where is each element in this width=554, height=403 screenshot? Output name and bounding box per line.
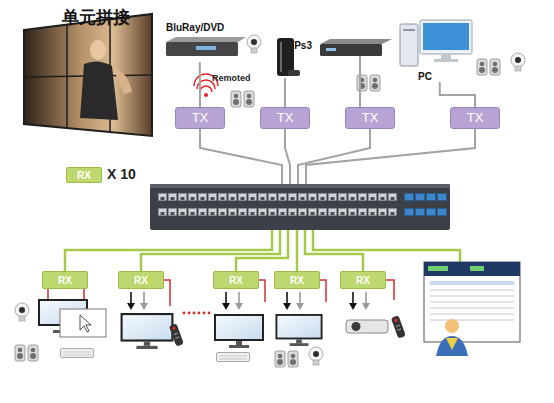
hdmi-wire [200,56,475,184]
transmitter-box: TX [345,107,395,129]
receiver-box: RX [42,271,88,289]
node-text: TX [192,111,209,125]
network-wire [65,230,272,271]
network-wire [298,129,370,184]
node-text: TX [362,111,379,125]
transmitter-box: TX [450,107,500,129]
node-text: Ps3 [294,40,312,51]
network-wire [141,230,280,271]
network-wire [236,230,288,271]
source-device: BluRay/DVD [162,22,246,62]
display-group [15,289,106,361]
node-text: RX [290,275,304,286]
network-wire [313,230,460,262]
node-text: RX [356,275,370,286]
node-text: RX [77,170,91,181]
speaker-icon [477,59,500,75]
camera-icon [247,35,261,53]
device-label: Remoted [212,73,251,83]
cable-connector [284,78,286,107]
management-screen [424,262,520,356]
node-text: RX [229,275,243,286]
network-switch [150,184,450,230]
camera-icon [511,53,525,71]
section-title: 单元拼接 [62,6,130,29]
speaker-icon [231,91,254,107]
cable-connector [199,62,201,107]
hdmi-wire [359,56,361,107]
transmitter-box: TX [260,107,310,129]
network-wire [65,230,460,271]
network-wire [285,129,290,184]
node-text: PC [418,71,432,82]
node-text: RX [134,275,148,286]
receiver-box: RX [118,271,164,289]
display-group [121,280,211,349]
node-text: TX [467,111,484,125]
bluray-player [166,37,246,56]
receiver-box: RX [340,271,386,289]
receiver-box: RX [66,167,102,183]
quantity-label: X 10 [107,166,136,182]
source-device: Ps3 [274,36,312,78]
transmitter-box: TX [175,107,225,129]
video-wall [24,14,152,136]
receiver-box: RX [213,271,259,289]
network-wire [200,129,282,184]
cable-connector [440,82,475,107]
set-top-box [320,39,392,56]
receiver-box: RX [274,271,320,289]
node-text: TX [277,111,294,125]
pc-computer [400,20,472,66]
network-wire [296,230,299,271]
node-text: RX [58,275,72,286]
node-text: BluRay/DVD [166,22,224,33]
source-device: PC [398,16,474,82]
display-group [275,280,326,367]
network-wire [306,129,475,184]
display-group [214,280,265,362]
